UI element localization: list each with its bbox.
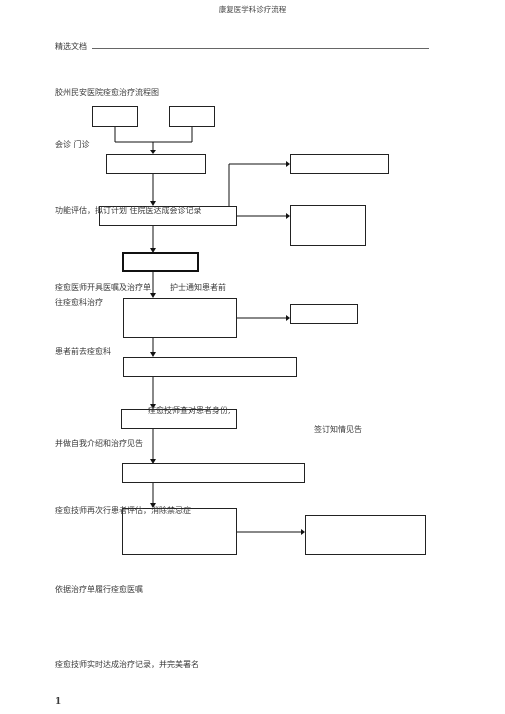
flow-box-notify [123, 298, 237, 338]
arrowhead [150, 150, 156, 154]
document-header-title: 康复医学科诊疗流程 [218, 5, 287, 14]
arrowhead [150, 293, 156, 298]
flow-box-reassess [122, 508, 237, 555]
page-number: 1 [55, 697, 62, 707]
flow-box-side-contra [305, 515, 426, 555]
flow-step-introduce: 并做自我介绍和治疗见告 [55, 439, 143, 448]
arrowhead [286, 315, 290, 321]
arrowhead [286, 213, 290, 219]
flow-step-consult: 会诊 门诊 [55, 140, 90, 149]
flow-step-verify: 痊愈技师查对患者身份, [148, 406, 231, 415]
brand-label: 精选文档 [55, 42, 87, 51]
flow-step-reassess: 痊愈技师再次行患者评估，消除禁忌症 [55, 506, 191, 515]
flow-box-assessment [99, 206, 237, 226]
flow-step-arrive: 患者前去痊愈科 [55, 347, 111, 356]
flow-step-execute: 依据治疗单履行痊愈医嘱 [55, 585, 143, 594]
flow-step-assessment: 功能评估，拟订计划 住院医达成会诊记录 [55, 206, 202, 215]
arrowhead [301, 529, 305, 535]
flow-box-side-record [290, 205, 366, 246]
flow-box-arrive [123, 357, 297, 377]
arrowhead [150, 201, 156, 206]
flow-step-order: 痊愈医师开具医嘱及治疗单 [55, 283, 151, 292]
header-divider [92, 48, 429, 49]
flow-box-order [122, 252, 199, 272]
flow-step-consent: 签订知情见告 [314, 425, 362, 434]
arrowhead [150, 352, 156, 357]
flow-box-verify [121, 409, 237, 429]
arrowhead [150, 404, 156, 409]
flow-box-outpatient [169, 106, 215, 127]
flow-step-go-treat: 往痊愈科治疗 [55, 298, 103, 307]
flow-box-consult [92, 106, 138, 127]
flow-title: 胶州民安医院痊愈治疗流程图 [55, 88, 159, 97]
arrowhead [150, 459, 156, 464]
flow-box-introduce [122, 463, 305, 483]
flow-box-side-notify [290, 304, 358, 324]
arrowhead [150, 248, 156, 253]
flow-box-referral [106, 154, 206, 174]
arrowhead [286, 161, 290, 167]
flow-step-record: 痊愈技师实时达成治疗记录，并完美署名 [55, 660, 199, 669]
flow-step-nurse: 护士通知患者前 [170, 283, 226, 292]
flow-box-side-top [290, 154, 389, 174]
arrowhead [150, 503, 156, 508]
